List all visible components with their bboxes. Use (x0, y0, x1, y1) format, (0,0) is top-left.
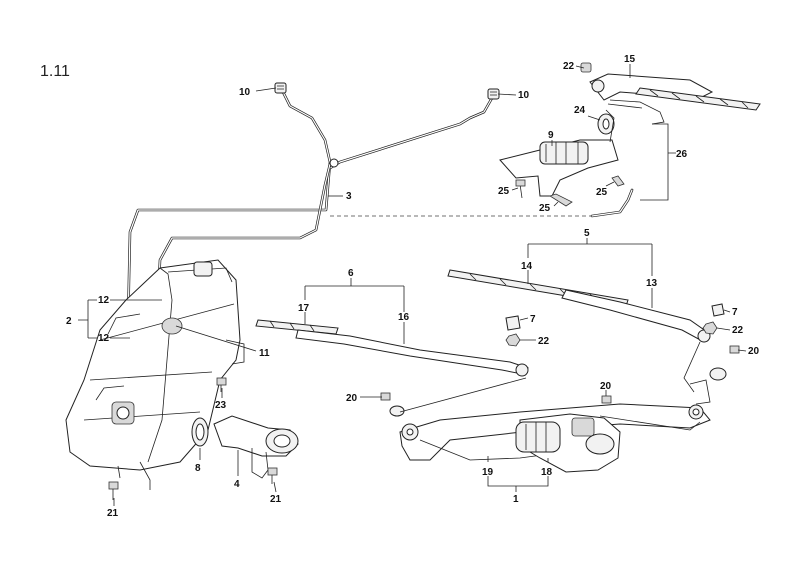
label-4: 4 (234, 479, 240, 490)
label-22-top: 22 (563, 61, 575, 72)
label-25-bottom: 25 (539, 203, 551, 214)
label-20-right: 20 (748, 346, 760, 357)
screw-21-left (108, 481, 119, 500)
rear-wiper-blade (635, 87, 761, 111)
arm-cap-right (711, 303, 725, 317)
wiper-linkage-frame (399, 379, 711, 461)
label-11: 11 (259, 348, 270, 359)
front-wiper-blade-left (255, 319, 339, 335)
label-14: 14 (521, 261, 533, 272)
washer-nozzle-left (274, 82, 287, 94)
label-25-right: 25 (596, 187, 608, 198)
label-6: 6 (348, 268, 354, 279)
screw-25-bottom (549, 193, 573, 207)
label-24: 24 (574, 105, 586, 116)
screw-25-left (515, 179, 526, 199)
label-12-bottom: 12 (98, 333, 110, 344)
label-17: 17 (298, 303, 310, 314)
label-1: 1 (513, 494, 519, 505)
screw-20-center (601, 395, 612, 404)
arm-nut-right (702, 321, 718, 335)
arm-cap-left (505, 315, 521, 331)
screw-20-right (709, 345, 740, 381)
screw-21-right (267, 467, 278, 484)
label-10-left: 10 (239, 87, 251, 98)
leader-lines (78, 64, 747, 506)
label-5: 5 (584, 228, 590, 239)
label-15: 15 (624, 54, 636, 65)
label-9: 9 (548, 130, 554, 141)
label-10-right: 10 (518, 90, 530, 101)
label-22-right: 22 (732, 325, 744, 336)
rear-wiper-motor (499, 109, 619, 197)
arm-nut-left (505, 333, 521, 347)
screw-20-left (380, 392, 405, 417)
label-21-right: 21 (270, 494, 282, 505)
label-20-left: 20 (346, 393, 358, 404)
label-7-right: 7 (732, 307, 738, 318)
section-number: 1.11 (40, 63, 70, 80)
label-2: 2 (66, 316, 72, 327)
screw-23 (216, 377, 227, 392)
label-13: 13 (646, 278, 658, 289)
rear-wiper-hose (607, 99, 665, 125)
label-21-left: 21 (107, 508, 119, 519)
label-8: 8 (195, 463, 201, 474)
label-23: 23 (215, 400, 227, 411)
label-22-left: 22 (538, 336, 550, 347)
label-18: 18 (541, 467, 553, 478)
washer-hose-assembly (126, 90, 634, 327)
label-25-left: 25 (498, 186, 510, 197)
label-12-top: 12 (98, 295, 110, 306)
rear-wiper-seal-grommet (597, 113, 615, 135)
washer-pump (213, 415, 299, 479)
washer-nozzle-right (487, 88, 500, 100)
label-16: 16 (398, 312, 410, 323)
wiper-motor (515, 413, 621, 473)
washer-reservoir (65, 259, 245, 490)
label-3: 3 (346, 191, 352, 202)
front-wiper-arm-left (295, 329, 529, 377)
label-19: 19 (482, 467, 494, 478)
label-26: 26 (676, 149, 688, 160)
label-20-center: 20 (600, 381, 612, 392)
screw-25-right (611, 175, 625, 187)
label-7-left: 7 (530, 314, 536, 325)
washer-pump-seal (191, 417, 209, 447)
part-labels: 10 10 3 2 12 12 11 23 8 4 21 21 22 15 24… (66, 54, 760, 519)
front-wiper-arm-right (561, 289, 711, 343)
